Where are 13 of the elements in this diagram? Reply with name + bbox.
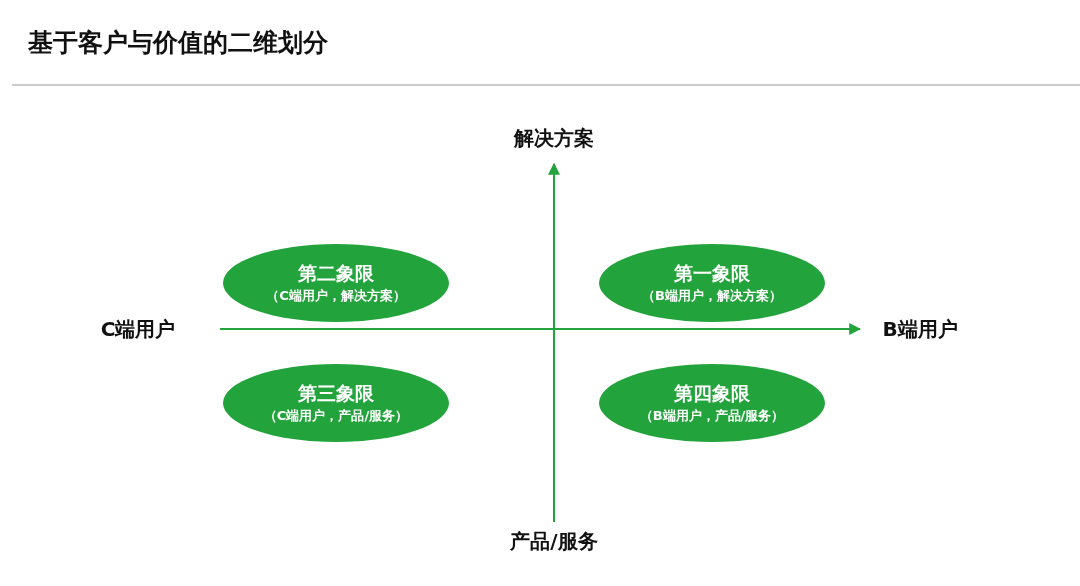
quadrant-description: （C端用户，产品/服务）	[263, 407, 409, 425]
axis-label: B端用户	[882, 315, 958, 343]
quadrant-description: （B端用户，解决方案）	[642, 287, 782, 305]
quadrant-heading: 第三象限	[298, 381, 374, 406]
axis-label: 解决方案	[514, 124, 594, 152]
quadrant-description: （C端用户，解决方案）	[266, 287, 406, 305]
quadrant-heading: 第二象限	[298, 261, 374, 286]
axis-label: C端用户	[100, 315, 176, 343]
title: 基于客户与价值的二维划分	[28, 27, 328, 59]
quadrant-heading: 第四象限	[674, 381, 750, 406]
quadrant-description: （B端用户，产品/服务）	[639, 407, 785, 425]
axis-label: 产品/服务	[510, 527, 598, 555]
quadrant-heading: 第一象限	[674, 261, 750, 286]
